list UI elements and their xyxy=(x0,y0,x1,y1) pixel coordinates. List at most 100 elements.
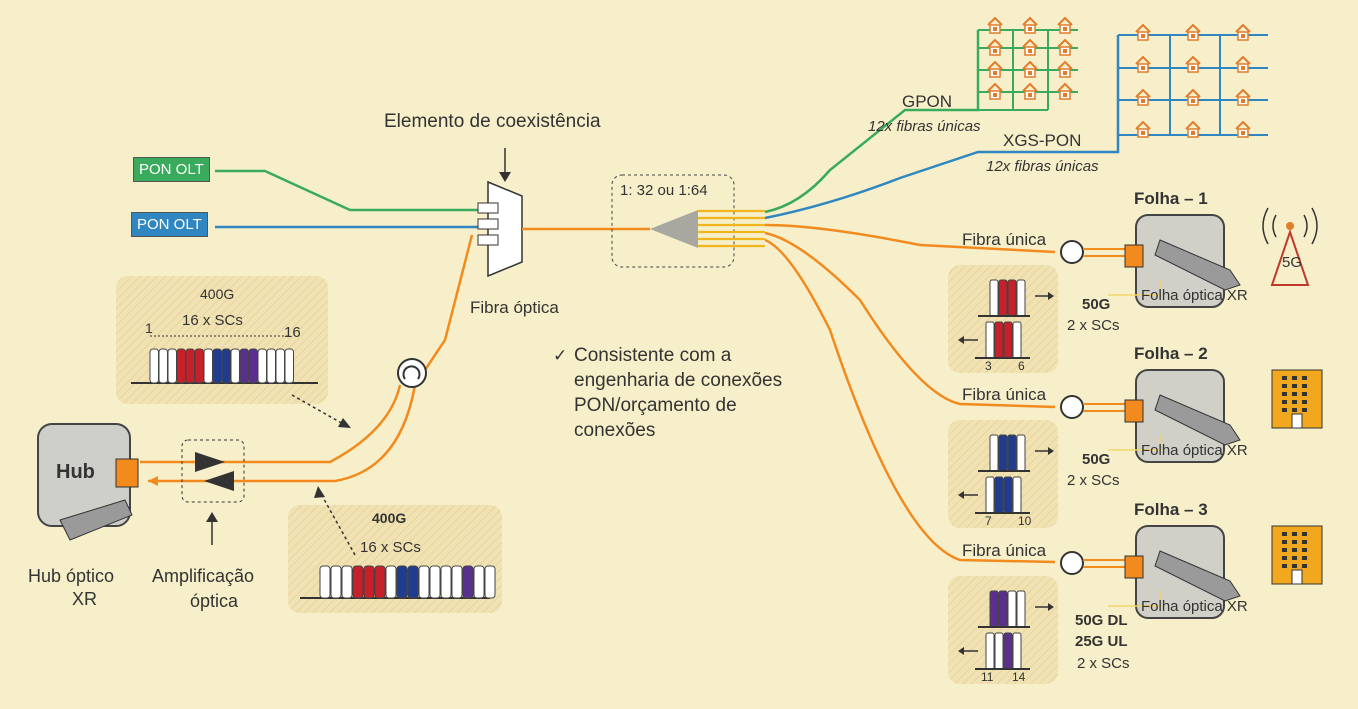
leaf-subcarrier-bar xyxy=(1007,590,1017,628)
building-icon xyxy=(1271,369,1323,429)
subcarrier-bar xyxy=(185,348,195,384)
gpon-fibers: 12x fibras únicas xyxy=(868,118,981,135)
upstream-fiber xyxy=(148,384,417,483)
subcarrier-bar xyxy=(352,565,364,599)
house-icon xyxy=(1185,56,1201,73)
house-icon xyxy=(1022,61,1038,78)
leaf-title: Folha – 2 xyxy=(1134,344,1208,363)
building-icon xyxy=(1271,525,1323,585)
leaf-rate-dl: 50G DL xyxy=(1075,612,1128,629)
leaf-range-start: 3 xyxy=(985,359,992,373)
leaf-subcarrier-bar xyxy=(1007,279,1017,317)
house-icon xyxy=(1185,89,1201,106)
arrow-right-icon xyxy=(1048,447,1054,455)
circulator-icon xyxy=(1060,551,1084,575)
leaf-subcarrier-bar xyxy=(998,279,1008,317)
house-icon xyxy=(1185,121,1201,138)
house-icon xyxy=(1235,56,1251,73)
subcarrier-bar xyxy=(484,565,496,599)
leaf-subcarrier-bar xyxy=(985,321,995,359)
leaf-subcarrier-bar xyxy=(998,434,1008,472)
leaf-title: Folha – 1 xyxy=(1134,189,1208,208)
leaf-range-start: 11 xyxy=(981,670,994,684)
arrow-right-icon xyxy=(1048,292,1054,300)
subcarrier-bar xyxy=(248,348,258,384)
circulator-icon xyxy=(397,358,427,388)
subcarrier-bar xyxy=(284,348,294,384)
subcarrier-bar xyxy=(275,348,285,384)
subcarrier-bar xyxy=(429,565,441,599)
leaf-range-end: 6 xyxy=(1018,359,1025,373)
house-icon xyxy=(1235,89,1251,106)
leaf-range-start: 7 xyxy=(985,514,992,528)
leaf-fiber-label: Fibra única xyxy=(962,230,1047,249)
subcarrier-bar xyxy=(257,348,267,384)
leaf-rate: 50G xyxy=(1082,451,1111,468)
subcarrier-bar xyxy=(451,565,463,599)
house-icon xyxy=(1022,83,1038,100)
leaf-range-end: 10 xyxy=(1018,514,1032,528)
subcarrier-bar xyxy=(176,348,186,384)
subcarrier-bar xyxy=(330,565,342,599)
house-icon xyxy=(987,17,1003,34)
leaf-fiber-label: Fibra única xyxy=(962,385,1047,404)
leaf-device-label: Folha óptica XR xyxy=(1141,598,1248,615)
note: Consistente com a engenharia de conexões… xyxy=(574,343,782,443)
house-icon xyxy=(987,39,1003,56)
subcarrier-bar xyxy=(341,565,353,599)
leaf-device-label: Folha óptica XR xyxy=(1141,442,1248,459)
leaf-subcarrier-bar xyxy=(989,590,999,628)
leaf-subcarrier-bar xyxy=(989,434,999,472)
leaf-subcarrier-bar xyxy=(1012,632,1022,670)
house-icon xyxy=(1135,56,1151,73)
coexistence-label: Elemento de coexistência xyxy=(384,111,601,132)
subcarrier-bar xyxy=(407,565,419,599)
pon-olt-blue: PON OLT xyxy=(131,212,208,237)
subcarrier-bar xyxy=(239,348,249,384)
top-400g: 400G xyxy=(200,286,235,302)
note-line3: PON/orçamento de xyxy=(574,395,737,416)
house-icon xyxy=(987,83,1003,100)
leaf-subcarriers: 2 x SCs xyxy=(1067,317,1120,334)
downstream-fiber xyxy=(140,384,402,464)
gpon-label: GPON xyxy=(902,92,953,111)
leaf-rate: 50G xyxy=(1082,296,1111,313)
subcarrier-bar xyxy=(319,565,331,599)
subcarrier-bar xyxy=(149,348,159,384)
house-icon xyxy=(1022,17,1038,34)
subcarrier-bar xyxy=(462,565,474,599)
house-icon xyxy=(1135,89,1151,106)
pon-olt-green: PON OLT xyxy=(133,157,210,182)
leaf-rate-ul: 25G UL xyxy=(1075,633,1128,650)
house-icon xyxy=(1185,24,1201,41)
hub-name-line2: XR xyxy=(72,589,98,609)
hub-name-line1: Hub óptico xyxy=(28,566,115,586)
leaf-subcarrier-bar xyxy=(1016,434,1026,472)
subcarrier-bar xyxy=(363,565,375,599)
leaf-subcarrier-bar xyxy=(989,279,999,317)
subcarrier-bar xyxy=(167,348,177,384)
subcarrier-bar xyxy=(418,565,430,599)
subcarrier-bar xyxy=(385,565,397,599)
leaf-subcarrier-bar xyxy=(994,476,1004,514)
amp-line1: Amplificação xyxy=(152,566,255,586)
leaf-spectrum-panel xyxy=(948,420,1058,528)
house-icon xyxy=(1057,83,1073,100)
leaf-subcarrier-bar xyxy=(1003,321,1013,359)
subcarrier-bar xyxy=(158,348,168,384)
arrow-left-icon xyxy=(958,336,964,344)
leaf-fiber-label: Fibra única xyxy=(962,541,1047,560)
top-scs: 16 x SCs xyxy=(182,312,243,329)
xgspon-label: XGS-PON xyxy=(1003,131,1082,150)
subcarrier-bar xyxy=(203,348,213,384)
fiber-label: Fibra óptica xyxy=(470,298,559,317)
leaf-endpoint-label: 5G xyxy=(1282,254,1303,271)
arrow-left-icon xyxy=(958,647,964,655)
arrow-left-icon xyxy=(958,491,964,499)
house-icon xyxy=(1057,39,1073,56)
leaf-subcarrier-bar xyxy=(1012,321,1022,359)
leaf-subcarrier-bar xyxy=(985,632,995,670)
leaf-spectrum-panel xyxy=(948,576,1058,684)
leaf-subcarrier-bar xyxy=(994,321,1004,359)
leaf-subcarriers: 2 x SCs xyxy=(1067,472,1120,489)
